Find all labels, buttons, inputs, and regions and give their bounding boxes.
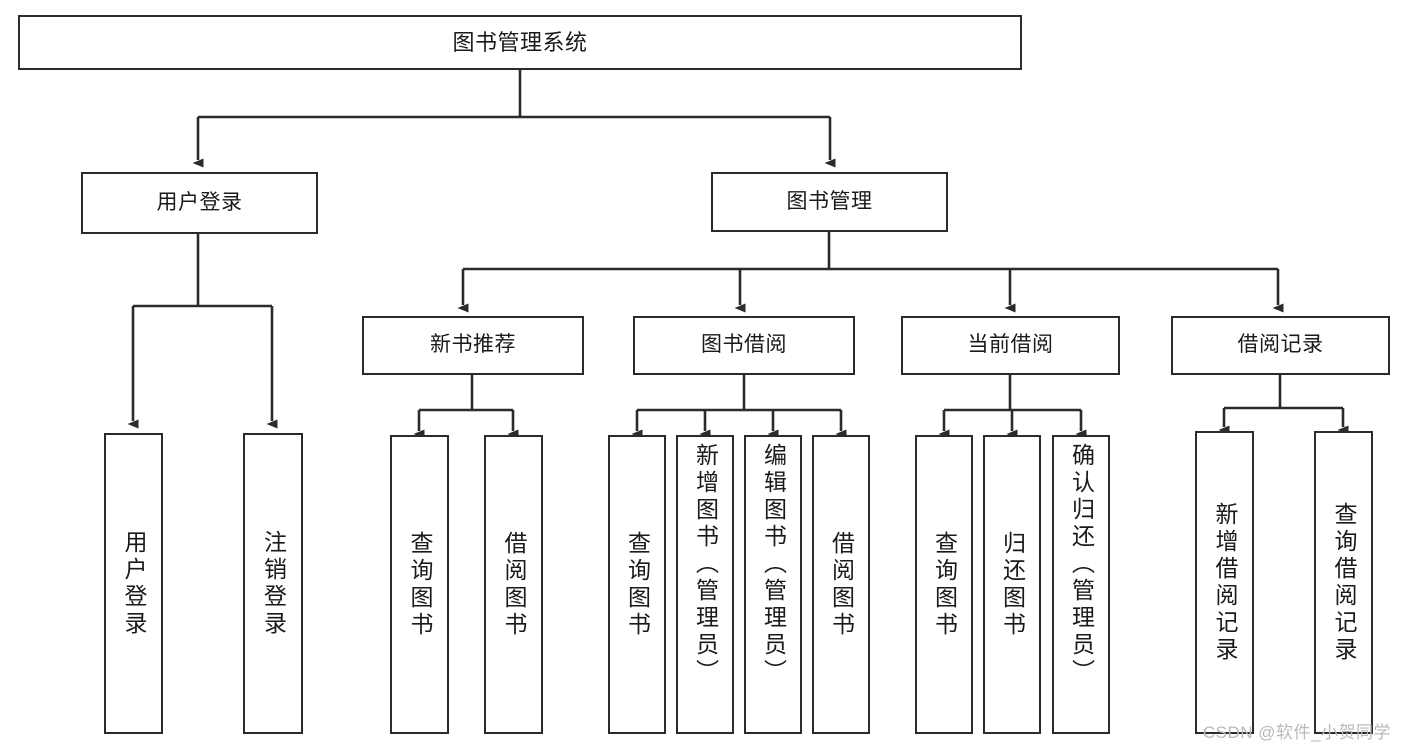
node-label: 图书管理系统 <box>452 29 588 55</box>
node-user-login[interactable]: 用户登录 <box>81 172 318 234</box>
node-label: 确认归还（管理员） <box>1068 443 1095 686</box>
leaf-borrow-record-query-record[interactable]: 查询借阅记录 <box>1314 431 1373 734</box>
node-book-borrow[interactable]: 图书借阅 <box>633 316 855 375</box>
node-label: 图书借阅 <box>701 333 787 357</box>
watermark-text: CSDN @软件_小贺同学 <box>1202 723 1391 742</box>
leaf-current-borrow-query-books[interactable]: 查询图书 <box>915 435 973 734</box>
node-book-management[interactable]: 图书管理 <box>711 172 948 232</box>
node-label: 新增借阅记录 <box>1212 501 1238 664</box>
node-label: 新书推荐 <box>430 333 516 357</box>
leaf-borrow-record-add-record[interactable]: 新增借阅记录 <box>1195 431 1254 734</box>
node-label: 借阅图书 <box>501 530 527 639</box>
node-label: 图书管理 <box>786 189 873 213</box>
leaf-current-borrow-confirm-return-admin[interactable]: 确认归还（管理员） <box>1052 435 1110 734</box>
node-label: 当前借阅 <box>967 333 1054 357</box>
leaf-book-borrow-query-books[interactable]: 查询图书 <box>608 435 666 734</box>
node-label: 编辑图书（管理员） <box>760 443 787 686</box>
leaf-user-login-login[interactable]: 用户登录 <box>104 433 163 734</box>
node-label: 查询图书 <box>624 530 651 639</box>
node-root-book-management-system[interactable]: 图书管理系统 <box>18 15 1022 70</box>
node-label: 归还图书 <box>999 530 1026 639</box>
leaf-user-login-logout[interactable]: 注销登录 <box>243 433 303 734</box>
leaf-book-borrow-edit-book-admin[interactable]: 编辑图书（管理员） <box>744 435 802 734</box>
node-label: 查询图书 <box>407 530 433 639</box>
leaf-current-borrow-return-books[interactable]: 归还图书 <box>983 435 1041 734</box>
node-label: 注销登录 <box>260 529 287 638</box>
node-label: 查询图书 <box>931 530 958 639</box>
node-label: 用户登录 <box>121 529 147 638</box>
node-current-borrow[interactable]: 当前借阅 <box>901 316 1120 375</box>
leaf-book-borrow-add-book-admin[interactable]: 新增图书（管理员） <box>676 435 734 734</box>
leaf-book-borrow-borrow-books[interactable]: 借阅图书 <box>812 435 870 734</box>
leaf-new-book-query-books[interactable]: 查询图书 <box>390 435 449 734</box>
node-label: 借阅记录 <box>1237 333 1324 357</box>
node-label: 用户登录 <box>156 190 243 214</box>
node-new-book-recommendation[interactable]: 新书推荐 <box>362 316 584 375</box>
node-label: 新增图书（管理员） <box>692 443 719 686</box>
leaf-new-book-borrow-books[interactable]: 借阅图书 <box>484 435 543 734</box>
node-label: 查询借阅记录 <box>1331 501 1357 664</box>
node-borrow-record[interactable]: 借阅记录 <box>1171 316 1390 375</box>
node-label: 借阅图书 <box>828 530 855 639</box>
